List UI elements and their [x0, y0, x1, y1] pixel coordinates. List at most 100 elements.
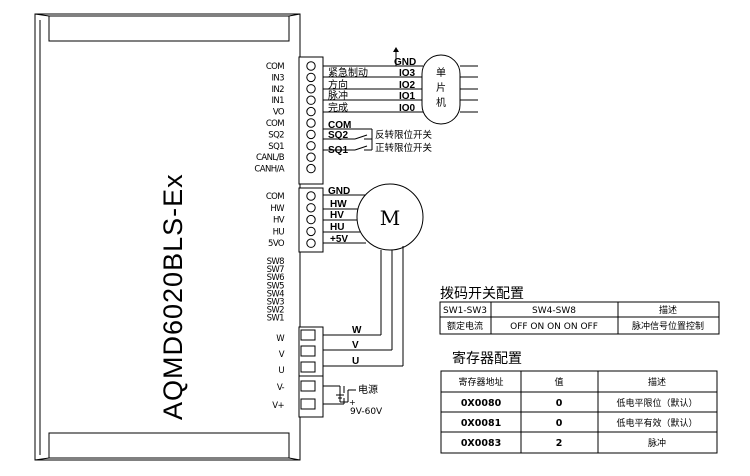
io-pin-io1: IO1 [399, 91, 416, 102]
terminal-label-v-minus: V- [277, 383, 285, 393]
phase-v-label: V [352, 340, 359, 351]
terminal-block-signal [298, 56, 324, 185]
dip-switch-table: 拨码开关配置 SW1-SW3 SW4-SW8 描述 额定电流 OFF ON ON… [439, 286, 720, 335]
terminal-screw-icon [306, 226, 316, 237]
terminal-screw-icon [306, 152, 316, 162]
terminal-label: VO [273, 108, 285, 118]
dip-switch-label: SW7 [267, 265, 285, 275]
terminal-label: IN3 [272, 73, 285, 83]
dip-switch-label: SW4 [267, 289, 285, 299]
terminal-screw-icon [306, 203, 316, 213]
reg-row-value: 2 [556, 438, 563, 449]
limit-sq2-label: SQ2 [328, 130, 348, 141]
phase-wiring [323, 246, 404, 367]
terminal-screw-icon [306, 238, 316, 248]
power-plus-sign: + [349, 398, 356, 407]
terminal-label: HW [270, 204, 285, 214]
io-pin-io0: IO0 [399, 103, 416, 114]
io-gnd-label: GND [394, 57, 416, 68]
terminal-screw-icon [306, 129, 316, 140]
terminal-screw-icon [306, 141, 316, 151]
terminal-screw-icon [306, 84, 316, 94]
dip-switch-label: SW3 [267, 298, 285, 308]
gnd-arrow-icon [393, 47, 399, 52]
dip-header-sw4-sw8: SW4-SW8 [532, 306, 576, 316]
motor-label: M [380, 206, 400, 230]
mcu-block: 单 片 机 [421, 54, 461, 125]
terminal-label-w: W [276, 334, 285, 344]
terminal-screw-icon [306, 72, 316, 83]
terminal-label: HU [273, 227, 285, 237]
reg-row-address: 0X0081 [461, 418, 501, 429]
terminal-label: SQ2 [268, 130, 284, 140]
phase-w-label: W [352, 325, 362, 336]
terminal-label: SQ1 [268, 142, 284, 152]
dip-switch-label: SW5 [267, 281, 285, 291]
terminal-label-v: V [279, 350, 285, 360]
io-function-pulse: 脉冲 [328, 89, 348, 102]
driver-body: AQMD6020BLS-Ex [34, 13, 301, 461]
limit-sq1-description: 正转限位开关 [375, 142, 433, 154]
dip-switch-label: SW2 [267, 306, 285, 316]
io-pin-io3: IO3 [399, 68, 416, 79]
dip-header-description: 描述 [659, 304, 677, 316]
reg-row-address: 0X0083 [461, 438, 501, 449]
dip-switch-label: SW6 [267, 273, 285, 283]
hall-5v-label: +5V [330, 234, 348, 245]
dip-cell-description: 脉冲信号位置控制 [632, 320, 704, 332]
hall-gnd-label: GND [328, 186, 350, 197]
mcu-label-2: 片 [436, 81, 446, 94]
limit-com-label: COM [328, 120, 351, 131]
dip-header-sw1-sw3: SW1-SW3 [443, 306, 487, 316]
terminal-label: COM [266, 119, 284, 129]
terminal-label: CANL/B [256, 153, 285, 163]
terminal-label: HV [273, 216, 285, 226]
dip-switch-label: SW8 [267, 257, 285, 267]
terminal-screw-icon [306, 214, 316, 225]
register-table-title: 寄存器配置 [452, 350, 522, 367]
hall-wiring [323, 194, 368, 244]
power-label: 电源 [358, 383, 378, 396]
terminal-screw-icon [306, 106, 316, 117]
io-pin-io2: IO2 [399, 80, 416, 91]
hall-hv-label: HV [330, 210, 344, 221]
reg-header-value: 值 [554, 376, 563, 388]
terminal-screw-icon [306, 191, 316, 201]
power-minus-sign: - [350, 385, 353, 394]
mcu-label-1: 单 [436, 67, 446, 79]
dip-cell-current: 额定电流 [447, 320, 483, 332]
hall-hw-label: HW [330, 199, 347, 210]
reg-header-address: 寄存器地址 [458, 376, 503, 388]
limit-sq1-label: SQ1 [328, 145, 348, 156]
power-range: 9V-60V [350, 407, 383, 417]
reg-row-value: 0 [556, 398, 563, 409]
reg-row-description: 低电平限位（默认） [616, 397, 697, 409]
io-wiring [323, 52, 478, 113]
dip-table-title: 拨码开关配置 [440, 286, 524, 302]
limit-sq2-description: 反转限位开关 [375, 129, 433, 141]
reg-header-description: 描述 [648, 376, 666, 388]
io-function-emergency-brake: 紧急制动 [328, 66, 368, 79]
terminal-screw-icon [306, 61, 316, 71]
power-supply [323, 385, 356, 405]
io-function-done: 完成 [328, 101, 348, 114]
limit-switch-wiring [323, 128, 373, 151]
terminal-label-u: U [278, 366, 284, 376]
terminal-label: 5VO [268, 239, 285, 249]
dip-cell-switches: OFF ON ON ON OFF [510, 322, 598, 332]
reg-row-value: 0 [556, 418, 563, 429]
reg-row-address: 0X0080 [461, 398, 502, 409]
phase-u-label: U [352, 356, 359, 367]
reg-row-description: 脉冲 [648, 437, 666, 449]
mcu-label-3: 机 [436, 96, 446, 109]
terminal-label: COM [266, 192, 284, 202]
terminal-label: IN1 [272, 96, 285, 106]
terminal-block-power [298, 326, 324, 418]
motor: M [356, 183, 424, 251]
io-function-direction: 方向 [328, 78, 348, 91]
terminal-label: IN2 [272, 85, 285, 95]
hall-hu-label: HU [330, 222, 344, 233]
dip-switch-label: SW1 [267, 314, 285, 324]
terminal-screw-icon [306, 163, 316, 174]
